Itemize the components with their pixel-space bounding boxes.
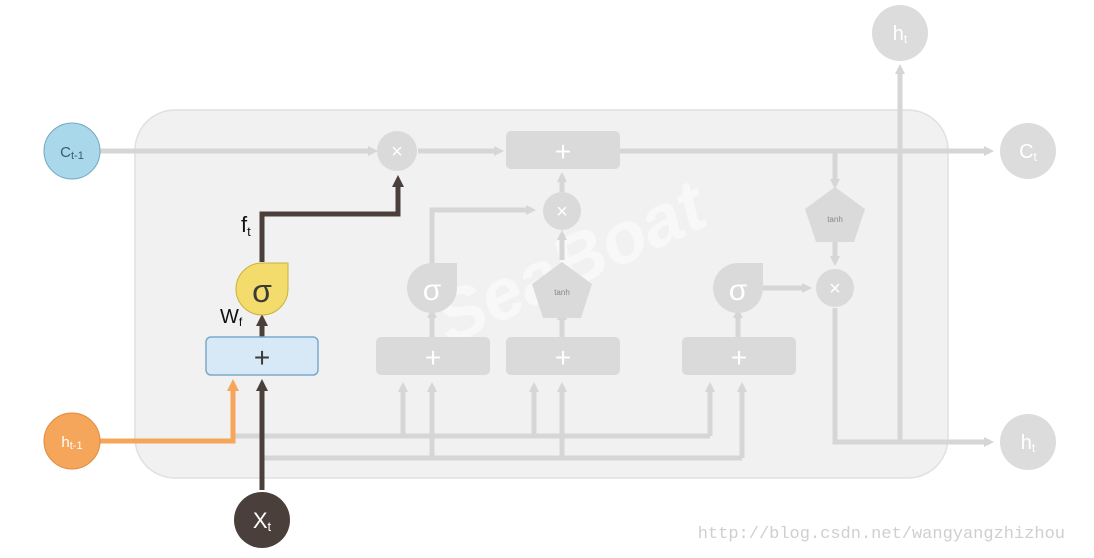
svg-text:×: × bbox=[391, 141, 403, 163]
x-input-node: Xt bbox=[234, 492, 290, 548]
svg-text:σ: σ bbox=[729, 274, 748, 307]
cell-tanh-node: tanh bbox=[805, 187, 865, 242]
svg-text:σ: σ bbox=[423, 274, 442, 307]
svg-text:tanh: tanh bbox=[554, 288, 570, 297]
svg-text:ht: ht bbox=[893, 23, 908, 46]
svg-text:ht: ht bbox=[1021, 432, 1036, 455]
svg-text:tanh: tanh bbox=[827, 215, 843, 224]
candidate-add-node: + bbox=[506, 337, 620, 375]
cell-add-node: + bbox=[506, 131, 620, 169]
input-sigma-node: σ bbox=[407, 263, 457, 313]
forget-multiply-node: × bbox=[377, 131, 417, 171]
watermark-url: http://blog.csdn.net/wangyangzhizhou bbox=[698, 525, 1065, 544]
forget-gate-label: ft bbox=[241, 212, 251, 239]
output-multiply-node: × bbox=[816, 269, 854, 307]
candidate-tanh-node: tanh bbox=[532, 262, 592, 318]
svg-text:+: + bbox=[555, 342, 571, 373]
forget-gate-path bbox=[259, 175, 404, 262]
h-top-output-node: ht bbox=[872, 5, 928, 61]
svg-text:σ: σ bbox=[252, 273, 272, 309]
h-out-node: ht bbox=[1000, 414, 1056, 470]
svg-text:Ct: Ct bbox=[1019, 141, 1037, 164]
forget-gate-sigma-node: σ bbox=[235, 262, 289, 316]
svg-text:+: + bbox=[254, 342, 270, 373]
svg-text:Xt: Xt bbox=[253, 508, 272, 534]
h-prev-node: ht-1 bbox=[43, 412, 101, 470]
svg-text:+: + bbox=[425, 342, 441, 373]
weight-label: Wf bbox=[220, 306, 243, 329]
c-prev-node: Ct-1 bbox=[43, 122, 101, 180]
output-gate-add-node: + bbox=[682, 337, 796, 375]
svg-text:×: × bbox=[829, 278, 841, 300]
output-sigma-node: σ bbox=[713, 263, 763, 313]
svg-text:+: + bbox=[731, 342, 747, 373]
svg-text:ht-1: ht-1 bbox=[61, 434, 82, 452]
svg-text:×: × bbox=[556, 201, 568, 223]
c-out-node: Ct bbox=[1000, 123, 1056, 179]
input-multiply-node: × bbox=[543, 192, 581, 230]
h-prev-active-path bbox=[100, 379, 239, 444]
forget-gate-add-node: + bbox=[205, 336, 319, 376]
svg-text:Ct-1: Ct-1 bbox=[60, 144, 84, 162]
input-gate-add-node: + bbox=[376, 337, 490, 375]
svg-text:+: + bbox=[555, 136, 571, 167]
